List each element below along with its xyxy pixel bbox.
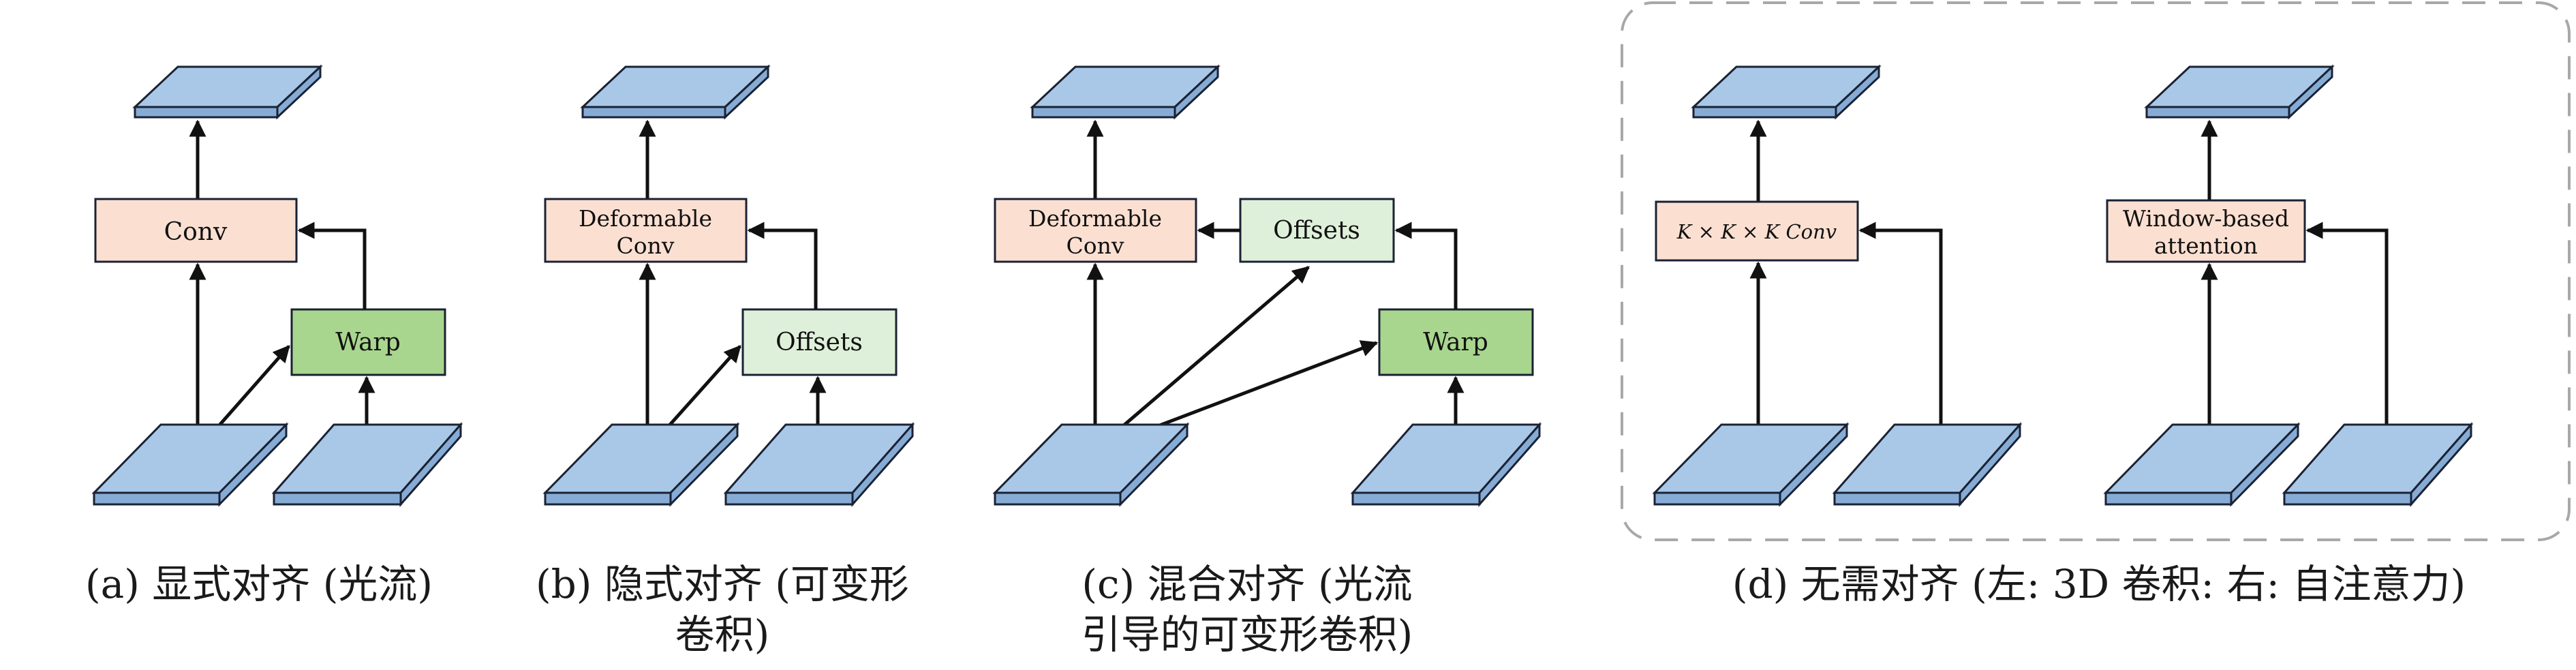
caption-a: (a) 显式对齐 (光流) [85,561,433,607]
caption-b-line2: 卷积) [675,611,770,658]
panel-d-left-output-plate [1691,64,1882,120]
panel-a-neighbor-plate [271,422,463,507]
panel-a-reference-plate [91,422,289,507]
panel-d-right-arrow-nbr-to-attn [2305,222,2389,450]
panel-c-conv-line1: Deformable [1028,205,1162,232]
panel-c: Deformable Conv Offsets Warp [992,64,1542,507]
panel-d-right-reference-plate [2103,422,2301,507]
panel-d-3d-conv-label: K × K × K Conv [1676,220,1837,243]
panel-d-left-arrow-nbr-to-conv [1858,222,1943,450]
panel-d-attention-line2: attention [2154,232,2258,259]
panel-c-offsets-box [1239,198,1395,263]
caption-c-line2: 引导的可变形卷积) [1081,611,1413,658]
panel-d-dashed-frame [1621,1,2571,541]
panel-c-neighbor-plate [1350,422,1542,507]
panel-a-conv-box [94,198,298,263]
panel-a: Conv Warp [91,64,463,507]
panel-b-offsets-box [741,308,898,376]
panel-b: Deformable Conv Offsets [542,64,915,507]
panel-d-right-neighbor-plate [2282,422,2474,507]
panel-c-warp-label: Warp [1423,329,1488,356]
panel-b-reference-plate [542,422,740,507]
caption-c-line1: (c) 混合对齐 (光流 [1082,561,1413,607]
panel-c-conv-line2: Conv [1066,232,1124,259]
panel-d-attention-box [2106,199,2306,263]
panel-c-arrow-ref-to-offsets [1094,266,1310,451]
panel-d-right: Window-based attention [2103,64,2474,507]
panel-c-warp-box [1378,308,1534,376]
panel-b-output-plate [580,64,771,120]
panel-b-arrow-offsets-to-conv [747,222,818,309]
panel-d-attention-line1: Window-based [2123,205,2289,232]
panel-c-offsets-label: Offsets [1273,217,1360,245]
panel-d-3d-conv-box [1655,200,1859,262]
caption-b-line1: (b) 隐式对齐 (可变形 [536,561,909,607]
caption-d: (d) 无需对齐 (左: 3D 卷积: 右: 自注意力) [1732,561,2466,607]
panel-c-deformable-conv-box [994,198,1197,263]
caption-c: (c) 混合对齐 (光流 引导的可变形卷积) [1022,559,1472,660]
panel-c-output-plate [1030,64,1221,120]
panel-a-arrow-warp-to-conv [297,222,367,309]
panel-c-arrow-warp-to-offsets [1394,222,1458,309]
panel-a-warp-label: Warp [335,329,401,356]
panel-c-reference-plate [992,422,1190,507]
panel-b-conv-line1: Deformable [579,205,712,232]
panel-a-conv-label: Conv [164,218,228,246]
panel-b-offsets-label: Offsets [776,329,863,356]
panel-d-left: K × K × K Conv [1652,64,2023,507]
panel-d-left-neighbor-plate [1832,422,2023,507]
panel-a-warp-box [290,308,446,376]
panel-b-deformable-conv-box [544,198,748,263]
panel-a-output-plate [132,64,323,120]
panel-d-right-output-plate [2144,64,2335,120]
panel-b-neighbor-plate [723,422,915,507]
caption-b: (b) 隐式对齐 (可变形 卷积) [491,559,954,660]
panel-d-left-reference-plate [1652,422,1850,507]
panel-b-conv-line2: Conv [616,232,674,259]
